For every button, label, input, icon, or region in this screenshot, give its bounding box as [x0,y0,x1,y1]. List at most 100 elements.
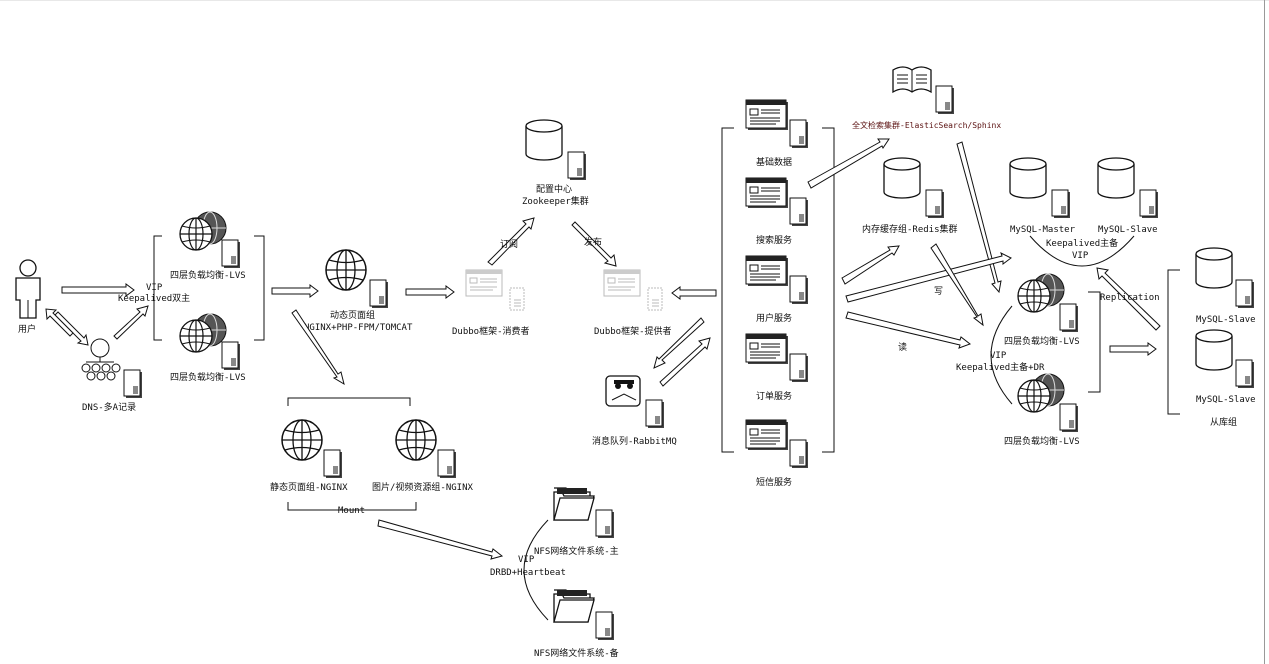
arrow-consumer-to-zookeeper [487,217,535,266]
subscribe-label: 订阅 [500,239,518,250]
arrow-fulltext-to-lvs [956,141,1002,294]
vip-label: VIP [146,283,163,293]
globe-server-icon [325,249,389,309]
arrow-lvs-to-dynamic [271,284,319,298]
lvs-bottom-label: 四层负载均衡-LVS [170,371,246,383]
arrow-lvs-to-slaves [1109,342,1157,356]
lvs-dr-bottom-label: 四层负载均衡-LVS [1004,435,1080,447]
nfs-primary-node: NFS网络文件系统-主 [534,487,619,557]
zookeeper-node: 配置中心 Zookeeper集群 [522,119,589,207]
mount-bracket [287,502,417,511]
arrow-user-to-dns [54,311,89,346]
nfs-failover-arc [523,519,549,621]
arrow-services-to-provider [671,286,717,300]
mount-label: Mount [338,506,365,516]
arrow-service-to-lvs-dr [845,311,972,349]
mysql-master-node: MySQL-Master [1009,157,1076,235]
service-order-label: 订单服务 [756,390,792,402]
drbd-heartbeat-label: DRBD+Heartbeat [490,568,566,578]
mq-node: 消息队列-RabbitMQ [592,375,677,447]
media-group-node: 图片/视频资源组-NGINX [372,419,474,493]
dynamic-group-subtitle: NGINX+PHP-FPM/TOMCAT [304,323,413,333]
master-slave-arc [1029,235,1135,267]
arrow-mq-to-services [659,337,711,387]
media-group-label: 图片/视频资源组-NGINX [372,481,474,493]
lvs-top-label: 四层负载均衡-LVS [170,269,246,281]
nfs-backup-node: NFS网络文件系统-备 [534,589,619,659]
zookeeper-title: 配置中心 [536,183,572,195]
mq-label: 消息队列-RabbitMQ [592,435,677,447]
arrow-replication [1096,267,1161,331]
arrow-zookeeper-to-provider [571,221,617,267]
static-group-node: 静态页面组-NGINX [270,419,348,493]
person-icon [15,259,41,319]
database-server-icon [525,119,587,181]
slave-group-label: 从库组 [1210,416,1237,428]
service-sms-label: 短信服务 [756,476,792,488]
dynamic-group-title: 动态页面组 [330,309,375,321]
dns-label: DNS-多A记录 [82,401,136,413]
arrow-services-to-mq [653,317,705,369]
replication-label: Replication [1100,293,1160,303]
dubbo-consumer-label: Dubbo框架-消费者 [452,325,530,337]
arrow-dns-to-lvs [113,305,149,340]
static-top-bracket [287,397,411,406]
service-base-label: 基础数据 [756,156,792,168]
mysql-master-label: MySQL-Master [1010,225,1076,235]
dr-vip-label: VIP [990,351,1007,361]
arrow-static-to-nfs [377,519,504,560]
redis-node: 内存缓存组-Redis集群 [862,157,958,235]
user-node: 用户 [15,259,41,335]
service-user-label: 用户服务 [756,312,792,324]
service-user-node: 用户服务 [745,255,809,324]
dynamic-group-node: 动态页面组 NGINX+PHP-FPM/TOMCAT [304,249,413,333]
user-label: 用户 [18,323,36,335]
lvs-left-bracket [153,235,162,341]
mysql-slave-top-label: MySQL-Slave [1098,225,1158,235]
lvs-bottom-node: 四层负载均衡-LVS [170,313,246,383]
service-search-node: 搜索服务 [745,177,809,246]
top-border [0,0,1269,1]
lvs-right-bracket [254,235,265,341]
lvs-dr-failover-arc [990,305,1013,405]
arrow-redis-to-lvs [930,243,984,327]
slave-1-label: MySQL-Slave [1196,315,1256,325]
service-order-node: 订单服务 [745,333,809,402]
book-server-icon [892,66,955,115]
lvs-dr-right-bracket [1088,291,1101,393]
slave-group-bracket [1167,269,1180,415]
dns-cluster-icon [81,338,143,399]
arrow-dynamic-to-static [291,309,345,386]
arrow-user-to-lvs [61,283,135,297]
arrow-dns-to-user [45,308,74,337]
write-label: 写 [934,286,943,297]
right-border [1264,0,1265,664]
keepalived-dual-label: Keepalived双主 [118,292,190,304]
application-server-icon [465,269,525,311]
lvs-dr-top-label: 四层负载均衡-LVS [1004,335,1080,347]
master-vip-label: VIP [1072,251,1089,261]
service-base-node: 基础数据 [745,99,809,168]
services-left-bracket [721,127,734,453]
service-search-label: 搜索服务 [756,234,792,246]
lvs-top-node: 四层负载均衡-LVS [170,211,246,281]
zookeeper-subtitle: Zookeeper集群 [522,195,589,207]
slave-1-node: MySQL-Slave [1195,247,1256,325]
mysql-slave-top-node: MySQL-Slave [1097,157,1159,235]
arrow-search-to-fulltext [807,138,890,189]
static-group-label: 静态页面组-NGINX [270,481,348,493]
dubbo-consumer-node: Dubbo框架-消费者 [452,269,530,337]
dubbo-provider-label: Dubbo框架-提供者 [594,325,672,337]
arrow-service-to-mysql-master [845,252,1012,303]
slave-2-node: MySQL-Slave [1195,329,1256,405]
arrow-service-to-redis [841,245,900,285]
slave-2-label: MySQL-Slave [1196,395,1256,405]
read-label: 读 [898,341,907,353]
keepalived-master-label: Keepalived主备 [1046,237,1118,249]
publish-label: 发布 [584,236,602,248]
dns-node: DNS-多A记录 [81,338,143,413]
nfs-vip-label: VIP [518,555,535,565]
lvs-dr-bottom-node: 四层负载均衡-LVS [1004,373,1080,447]
service-sms-node: 短信服务 [745,419,809,488]
